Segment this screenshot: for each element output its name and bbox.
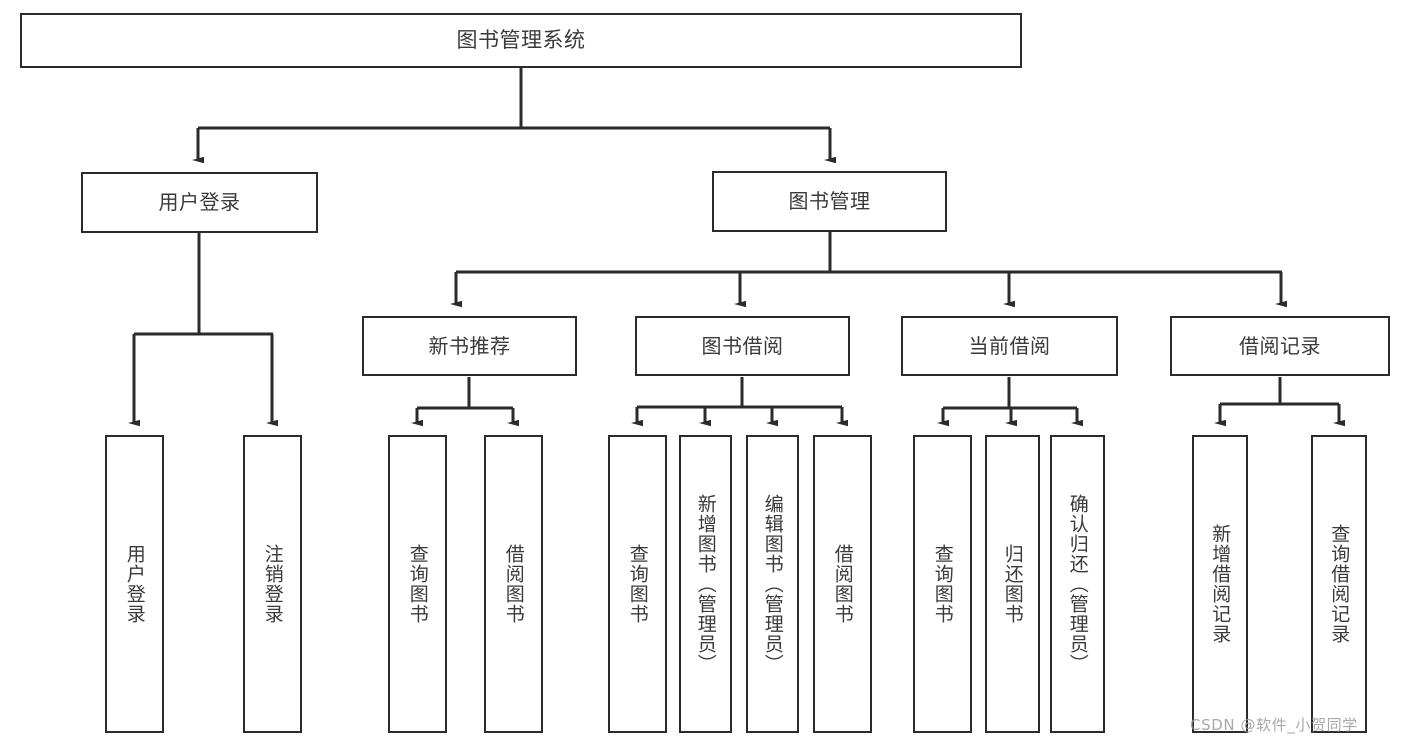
node-label: 查询图书	[406, 544, 429, 624]
node-label: 编辑图书（管理员）	[761, 494, 784, 674]
leaf-return-book[interactable]: 归还图书	[985, 435, 1040, 733]
node-label: 查询借阅记录	[1328, 524, 1351, 644]
leaf-add-borrow-record[interactable]: 新增借阅记录	[1192, 435, 1248, 733]
node-user-login[interactable]: 用户登录	[81, 172, 318, 233]
leaf-borrow-book[interactable]: 借阅图书	[813, 435, 872, 733]
node-label: 注销登录	[261, 544, 284, 624]
csdn-watermark: CSDN @软件_小贺同学	[1190, 716, 1358, 734]
leaf-query-borrow-record[interactable]: 查询借阅记录	[1311, 435, 1367, 733]
leaf-user-login[interactable]: 用户登录	[105, 435, 164, 733]
node-label: 用户登录	[123, 544, 146, 624]
node-label: 图书管理	[788, 189, 871, 213]
leaf-query-book-new[interactable]: 查询图书	[388, 435, 447, 733]
node-label: 借阅记录	[1239, 333, 1321, 358]
node-label: 查询图书	[626, 544, 649, 624]
node-root-system[interactable]: 图书管理系统	[20, 13, 1022, 68]
node-label: 用户登录	[158, 190, 241, 214]
node-label: 借阅图书	[831, 544, 854, 624]
node-label: 新增图书（管理员）	[694, 494, 717, 674]
node-new-book-recommend[interactable]: 新书推荐	[362, 316, 577, 376]
leaf-borrow-book-new[interactable]: 借阅图书	[484, 435, 543, 733]
node-label: 新增借阅记录	[1209, 524, 1232, 644]
node-book-borrow[interactable]: 图书借阅	[635, 316, 850, 376]
leaf-add-book-admin[interactable]: 新增图书（管理员）	[679, 435, 732, 733]
leaf-logout[interactable]: 注销登录	[243, 435, 302, 733]
node-label: 图书管理系统	[456, 28, 586, 53]
node-label: 新书推荐	[428, 333, 511, 358]
leaf-edit-book-admin[interactable]: 编辑图书（管理员）	[746, 435, 799, 733]
node-label: 借阅图书	[502, 544, 525, 624]
node-current-borrow[interactable]: 当前借阅	[901, 316, 1118, 376]
node-label: 查询图书	[931, 544, 954, 624]
node-label: 归还图书	[1001, 544, 1024, 624]
leaf-confirm-return-admin[interactable]: 确认归还（管理员）	[1050, 435, 1105, 733]
node-label: 图书借阅	[701, 333, 784, 358]
leaf-query-book-borrow[interactable]: 查询图书	[608, 435, 667, 733]
node-book-management[interactable]: 图书管理	[712, 171, 947, 232]
leaf-query-book-current[interactable]: 查询图书	[913, 435, 972, 733]
node-borrow-record[interactable]: 借阅记录	[1170, 316, 1390, 376]
node-label: 确认归还（管理员）	[1066, 494, 1089, 674]
node-label: 当前借阅	[968, 333, 1051, 358]
